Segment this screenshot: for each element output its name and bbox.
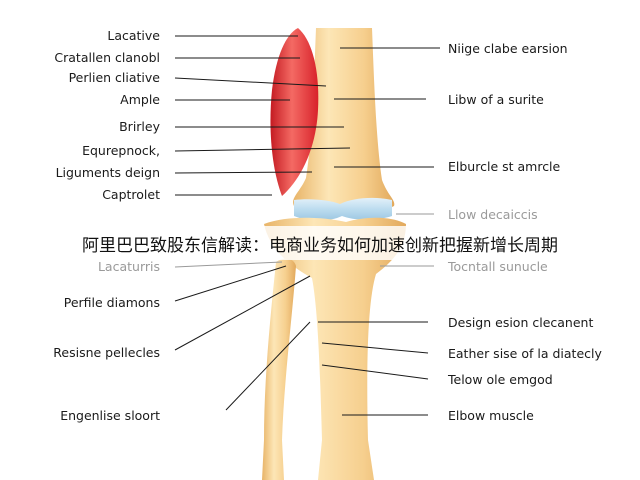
leader-line-perfile (174, 265, 287, 302)
right-label-elbow: Elbow muscle (448, 408, 534, 423)
leader-line-engenlise (225, 321, 311, 411)
leader-line-lacaturris (174, 261, 283, 268)
leader-line-liguments (174, 171, 313, 174)
left-label-cratallen: Cratallen clanobl (54, 50, 160, 65)
left-label-brirley: Brirley (119, 119, 160, 134)
caption-banner: 阿里巴巴致股东信解读：电商业务如何加速创新把握新增长周期 (0, 226, 640, 260)
lower-bone (264, 217, 406, 480)
left-label-liguments: Liguments deign (56, 165, 160, 180)
right-label-eather: Eather sise of la diatecly (448, 346, 602, 361)
left-label-engenlise: Engenlise sloort (60, 408, 160, 423)
left-label-ample: Ample (120, 92, 160, 107)
left-label-lacaturris: Lacaturris (98, 259, 160, 274)
right-label-llow: Llow decaiccis (448, 207, 538, 222)
leader-line-resisne (174, 275, 311, 351)
leader-line-eather (321, 342, 429, 354)
leader-line-telow (321, 364, 429, 380)
right-label-telow: Telow ole emgod (447, 372, 553, 387)
leader-line-perlien (174, 77, 327, 87)
leader-line-equrepnock (174, 147, 351, 152)
banner-text: 阿里巴巴致股东信解读：电商业务如何加速创新把握新增长周期 (82, 235, 558, 256)
thin-bone (262, 258, 296, 480)
upper-bone (293, 28, 395, 213)
right-label-niige: Niige clabe earsion (448, 41, 568, 56)
left-label-perlien: Perlien cliative (69, 70, 161, 85)
left-label-captrolet: Captrolet (102, 187, 160, 202)
left-label-equrepnock: Equrepnock, (82, 143, 160, 158)
cartilage (294, 197, 392, 221)
left-label-lacative: Lacative (107, 28, 160, 43)
muscle (270, 28, 319, 196)
left-label-perfile: Perfile diamons (64, 295, 160, 310)
right-label-elburcle: Elburcle st amrcle (448, 159, 561, 174)
right-label-tocntall: Tocntall sunucle (447, 259, 548, 274)
right-label-design: Design esion clecanent (448, 315, 593, 330)
left-label-resisne: Resisne pellecles (53, 345, 160, 360)
right-label-libw: Libw of a surite (448, 92, 544, 107)
